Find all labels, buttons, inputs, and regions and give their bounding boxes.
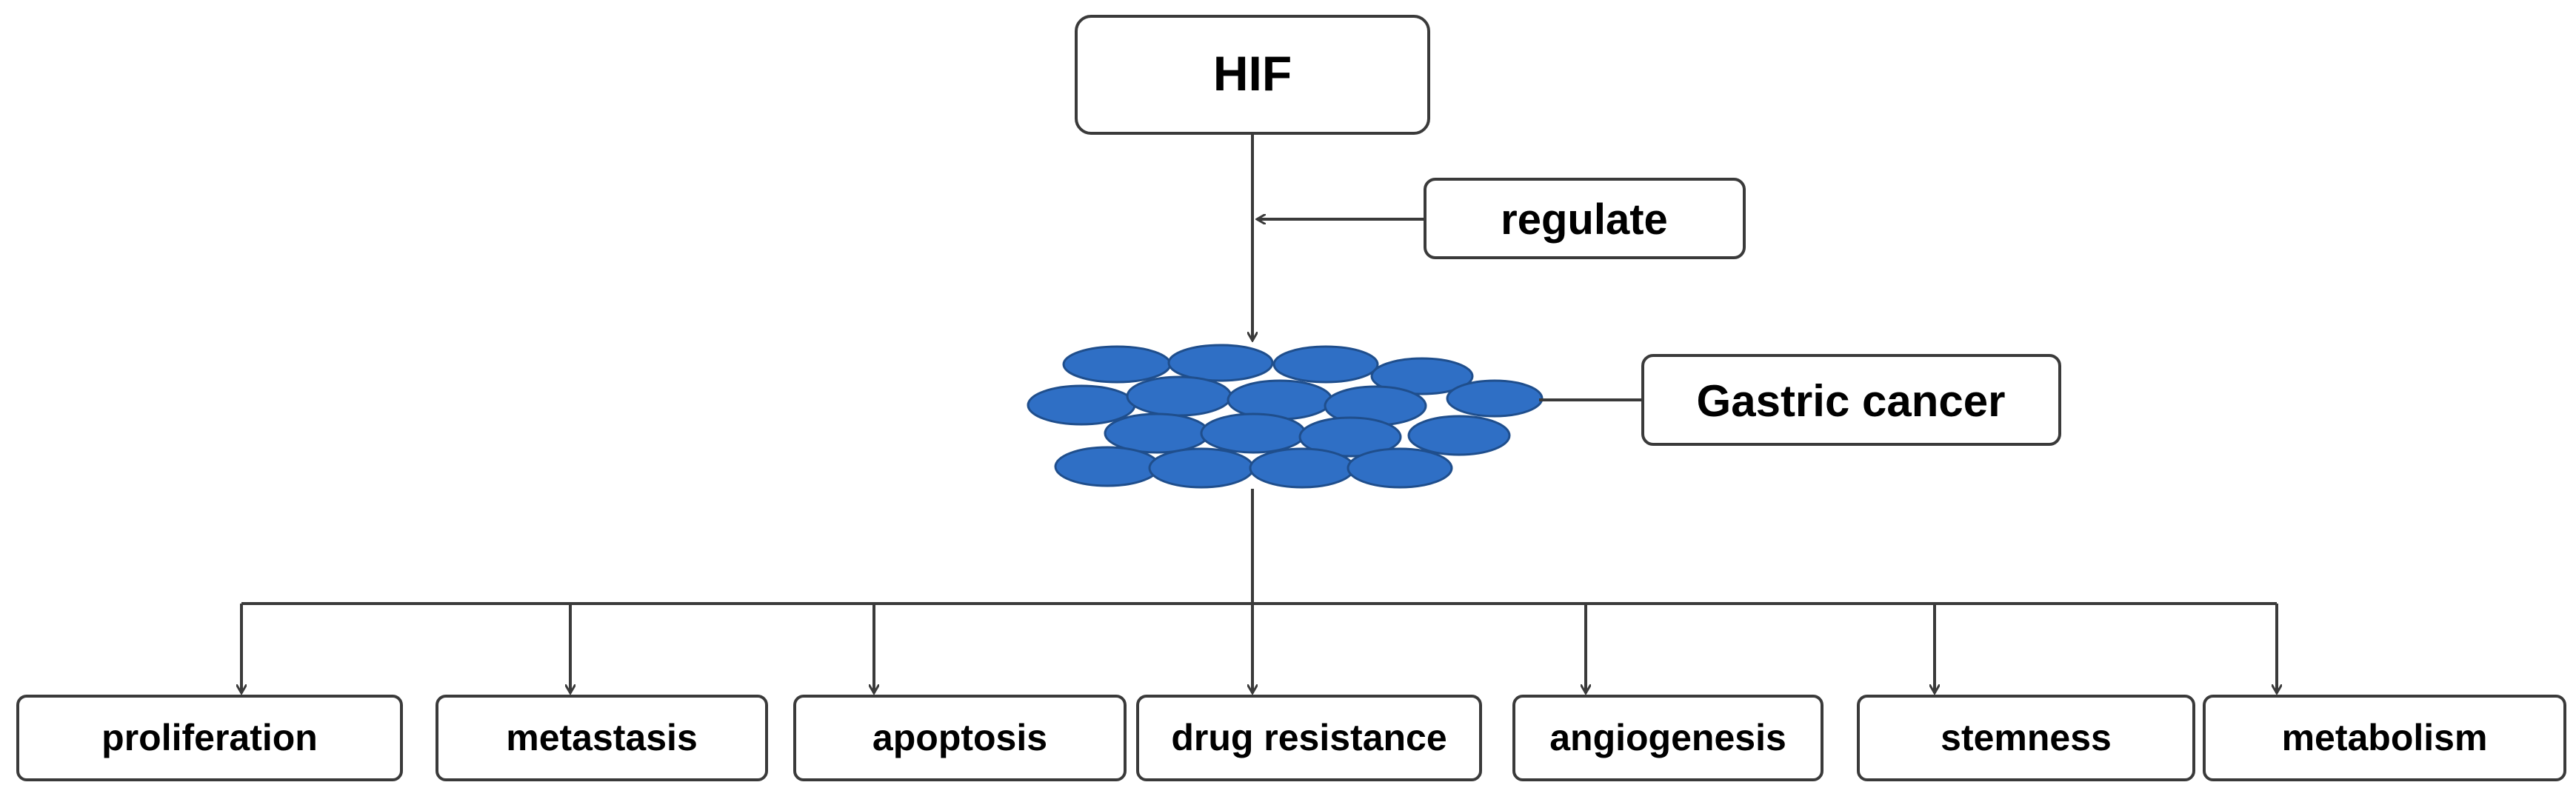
hif-label: HIF <box>1213 46 1292 101</box>
outcome-box <box>1136 695 1482 781</box>
outcome-label: metastasis <box>506 717 698 758</box>
gastric-cancer-box <box>1641 354 2061 446</box>
outcome-label: stemness <box>1941 717 2112 758</box>
cancer-cell <box>1446 379 1544 418</box>
cancer-cell <box>1148 447 1255 489</box>
outcome-label: metabolism <box>2282 717 2488 758</box>
cancer-cell <box>1370 357 1474 395</box>
cancer-cell <box>1200 412 1307 454</box>
outcome-box <box>16 695 403 781</box>
cancer-cell-cluster-icon <box>1027 344 1544 489</box>
outcome-box <box>436 695 768 781</box>
outcome-drug-resistance: drug resistance <box>1136 604 1482 781</box>
cancer-cell <box>1054 446 1161 487</box>
outcome-proliferation: proliferation <box>16 604 403 781</box>
cancer-cell <box>1407 415 1511 456</box>
cancer-cell <box>1347 447 1453 489</box>
outcome-stemness: stemness <box>1857 604 2195 781</box>
outcome-label: apoptosis <box>872 717 1047 758</box>
regulate-label: regulate <box>1501 196 1668 244</box>
outcome-group: proliferation metastasis apoptosis drug res… <box>16 604 2566 781</box>
cancer-cell <box>1104 412 1210 454</box>
outcome-box <box>1857 695 2195 781</box>
cancer-cell <box>1027 384 1136 426</box>
cancer-cell <box>1272 345 1379 384</box>
hif-node: HIF <box>1075 15 1430 135</box>
cancer-cell <box>1126 375 1232 417</box>
outcome-angiogenesis: angiogenesis <box>1512 604 1823 781</box>
outcome-box <box>1512 695 1823 781</box>
outcome-metabolism: metabolism <box>2203 604 2566 781</box>
gastric-cancer-node: Gastric cancer <box>1641 354 2061 446</box>
outcome-box <box>793 695 1127 781</box>
outcome-label: angiogenesis <box>1549 717 1786 758</box>
regulate-node: regulate <box>1257 178 1746 259</box>
outcome-metastasis: metastasis <box>436 604 768 781</box>
regulate-box <box>1424 178 1746 259</box>
outcome-label: proliferation <box>101 717 318 758</box>
cancer-cell <box>1062 345 1172 384</box>
gastric-cancer-label: Gastric cancer <box>1697 376 2006 426</box>
outcome-label: drug resistance <box>1171 717 1447 758</box>
cancer-cell <box>1249 447 1355 489</box>
outcome-box <box>2203 695 2566 781</box>
outcome-apoptosis: apoptosis <box>793 604 1127 781</box>
cancer-cell <box>1167 344 1274 382</box>
cancer-cell <box>1298 416 1402 458</box>
